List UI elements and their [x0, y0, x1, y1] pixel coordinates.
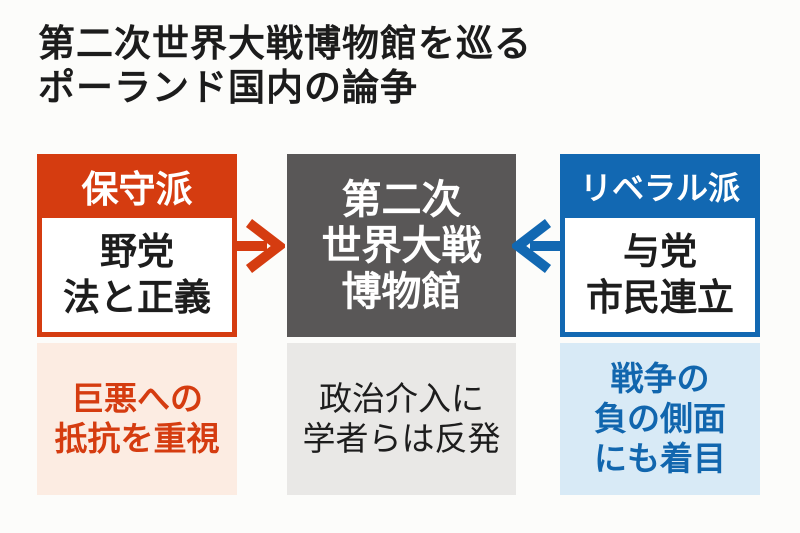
liberal-party: 与党 市民連立: [565, 218, 755, 332]
liberal-box: リベラル派 与党 市民連立: [560, 154, 760, 337]
conservative-box: 保守派 野党 法と正義: [37, 154, 237, 337]
liberal-party-line-2: 市民連立: [586, 277, 734, 318]
scholars-reaction-line-2: 学者らは反発: [302, 420, 501, 457]
conservative-party-line-1: 野党: [100, 230, 174, 272]
museum-name-line-3: 博物館: [341, 269, 462, 314]
liberal-party-line-1: 与党: [623, 230, 697, 272]
scholars-reaction-line-1: 政治介入に: [319, 379, 484, 417]
liberal-stance-line-3: にも着目: [594, 440, 726, 478]
liberal-stance-line-1: 戦争の: [610, 359, 710, 397]
conservative-stance-note: 巨悪への 抵抗を重視: [37, 343, 237, 495]
museum-box: 第二次 世界大戦 博物館: [287, 154, 516, 337]
liberal-header: リベラル派: [579, 170, 740, 206]
conservative-header: 保守派: [81, 169, 193, 210]
liberal-stance-line-2: 負の側面: [594, 399, 726, 437]
museum-name-line-2: 世界大戦: [321, 223, 482, 268]
arrow-right-icon: [233, 219, 285, 273]
conservative-party: 野党 法と正義: [42, 218, 232, 332]
liberal-stance-note: 戦争の 負の側面 にも着目: [560, 343, 760, 495]
arrow-left-icon: [512, 219, 564, 273]
conservative-stance-line-1: 巨悪への: [71, 379, 203, 417]
museum-name-line-1: 第二次: [341, 177, 462, 222]
scholars-reaction-note: 政治介入に 学者らは反発: [287, 343, 516, 495]
page-title: 第二次世界大戦博物館を巡る ポーランド国内の論争: [38, 22, 532, 111]
conservative-party-line-2: 法と正義: [63, 277, 211, 318]
title-line-2: ポーランド国内の論争: [38, 67, 418, 109]
title-line-1: 第二次世界大戦博物館を巡る: [38, 23, 532, 64]
conservative-stance-line-2: 抵抗を重視: [54, 420, 220, 457]
